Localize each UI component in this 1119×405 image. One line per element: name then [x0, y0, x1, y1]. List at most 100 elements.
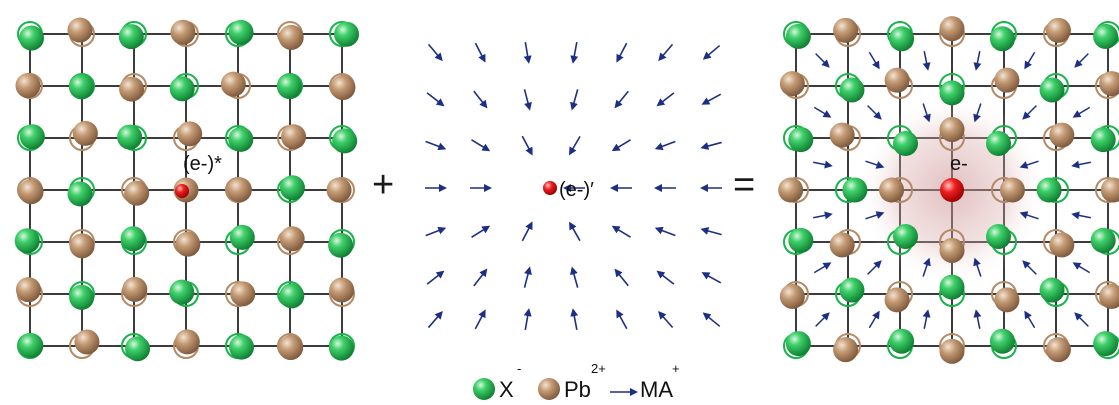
legend-ma-label: MA: [640, 377, 673, 402]
arrow-icon: [523, 266, 532, 288]
lead-ion: [879, 177, 905, 203]
halide-ion: [939, 80, 965, 106]
lead-ion: [278, 24, 304, 50]
lead-ion: [175, 231, 201, 257]
arrow-icon: [701, 272, 722, 284]
arrow-icon: [611, 139, 631, 152]
halide-ion: [229, 334, 255, 360]
halide-sphere-icon: [473, 378, 495, 400]
arrow-icon: [973, 309, 982, 329]
arrow-icon: [1074, 53, 1089, 68]
halide-ion: [229, 224, 255, 250]
halide-ion: [1039, 77, 1065, 103]
arrow-icon: [427, 43, 443, 62]
arrow-icon: [425, 226, 447, 237]
arrow-icon: [570, 42, 579, 64]
lead-ion: [829, 232, 855, 258]
halide-ion: [169, 76, 195, 102]
arrow-icon: [867, 105, 882, 120]
arrow-icon: [570, 89, 579, 111]
halide-ion: [1093, 331, 1119, 357]
lead-ion: [72, 120, 98, 146]
lead-ion: [994, 67, 1020, 93]
arrow-icon: [700, 141, 722, 150]
lead-ion: [999, 177, 1025, 203]
arrow-icon: [868, 51, 880, 70]
lead-ion: [330, 75, 356, 101]
halide-ion: [893, 223, 919, 249]
lead-ion: [829, 122, 855, 148]
halide-ion: [332, 128, 358, 154]
lead-ion: [994, 287, 1020, 313]
legend-ma-charge: +: [672, 361, 680, 376]
arrow-icon: [865, 211, 885, 220]
lead-ion: [220, 71, 246, 97]
lead-ion: [884, 67, 910, 93]
arrow-icon: [1024, 51, 1036, 70]
arrow-icon: [570, 308, 579, 330]
legend-halide-label: X: [499, 377, 514, 402]
arrow-icon: [1022, 260, 1037, 275]
halide-ion: [989, 328, 1015, 354]
lead-ion: [1045, 337, 1071, 363]
halide-ion: [18, 25, 44, 51]
arrow-icon: [523, 308, 532, 330]
lead-ion: [281, 124, 307, 150]
arrow-icon: [474, 42, 486, 63]
halide-ion: [120, 226, 146, 252]
arrow-icon: [701, 93, 722, 105]
arrow-icon: [813, 106, 832, 118]
arrow-icon: [702, 44, 721, 60]
lead-ion: [124, 180, 150, 206]
halide-ion: [1090, 127, 1116, 153]
lead-ion: [15, 277, 41, 303]
halide-ion: [14, 228, 40, 254]
lead-ion: [1045, 17, 1071, 43]
arrow-icon: [426, 92, 445, 107]
lead-ion: [18, 179, 44, 205]
halide-ion: [785, 331, 811, 357]
arrow-icon: [702, 312, 721, 327]
arrow-icon: [425, 140, 447, 151]
arrow-icon: [700, 227, 722, 236]
lead-ion: [326, 177, 352, 203]
arrow-icon: [922, 51, 931, 71]
legend-halide-charge: -: [517, 361, 521, 376]
lead-sphere-icon: [538, 378, 560, 400]
arrow-icon: [813, 262, 832, 274]
lead-ion: [884, 287, 910, 313]
halide-ion: [785, 23, 811, 49]
arrow-icon: [614, 90, 629, 109]
arrow-icon: [521, 221, 533, 242]
halide-ion: [1093, 23, 1119, 49]
halide-ion: [985, 131, 1011, 157]
lead-ion: [329, 277, 355, 303]
arrow-icon: [973, 103, 982, 123]
lead-ion: [779, 283, 805, 309]
middle-electron-label: (e-)′: [559, 179, 594, 201]
lead-ion: [122, 276, 148, 302]
plus-operator: +: [372, 164, 394, 206]
lead-ion: [1049, 232, 1075, 258]
arrow-icon: [471, 139, 491, 152]
lead-ion: [1099, 71, 1119, 97]
arrow-icon: [473, 90, 488, 109]
halide-ion: [19, 124, 45, 150]
legend: X - Pb 2+ MA +: [473, 361, 680, 402]
halide-ion: [889, 328, 915, 354]
arrow-icon: [1072, 106, 1091, 118]
arrow-icon: [922, 257, 931, 277]
arrow-icon: [521, 135, 533, 156]
halide-ion: [68, 74, 94, 100]
arrow-icon: [1019, 160, 1039, 169]
arrow-icon: [813, 160, 833, 169]
halide-ion: [328, 335, 354, 361]
lead-ion: [778, 177, 804, 203]
halide-ion: [1039, 277, 1065, 303]
lead-ion: [69, 233, 95, 259]
halide-ion: [169, 279, 195, 305]
arrow-icon: [973, 51, 982, 71]
electron-icon: [175, 184, 189, 198]
arrow-icon: [922, 309, 931, 329]
